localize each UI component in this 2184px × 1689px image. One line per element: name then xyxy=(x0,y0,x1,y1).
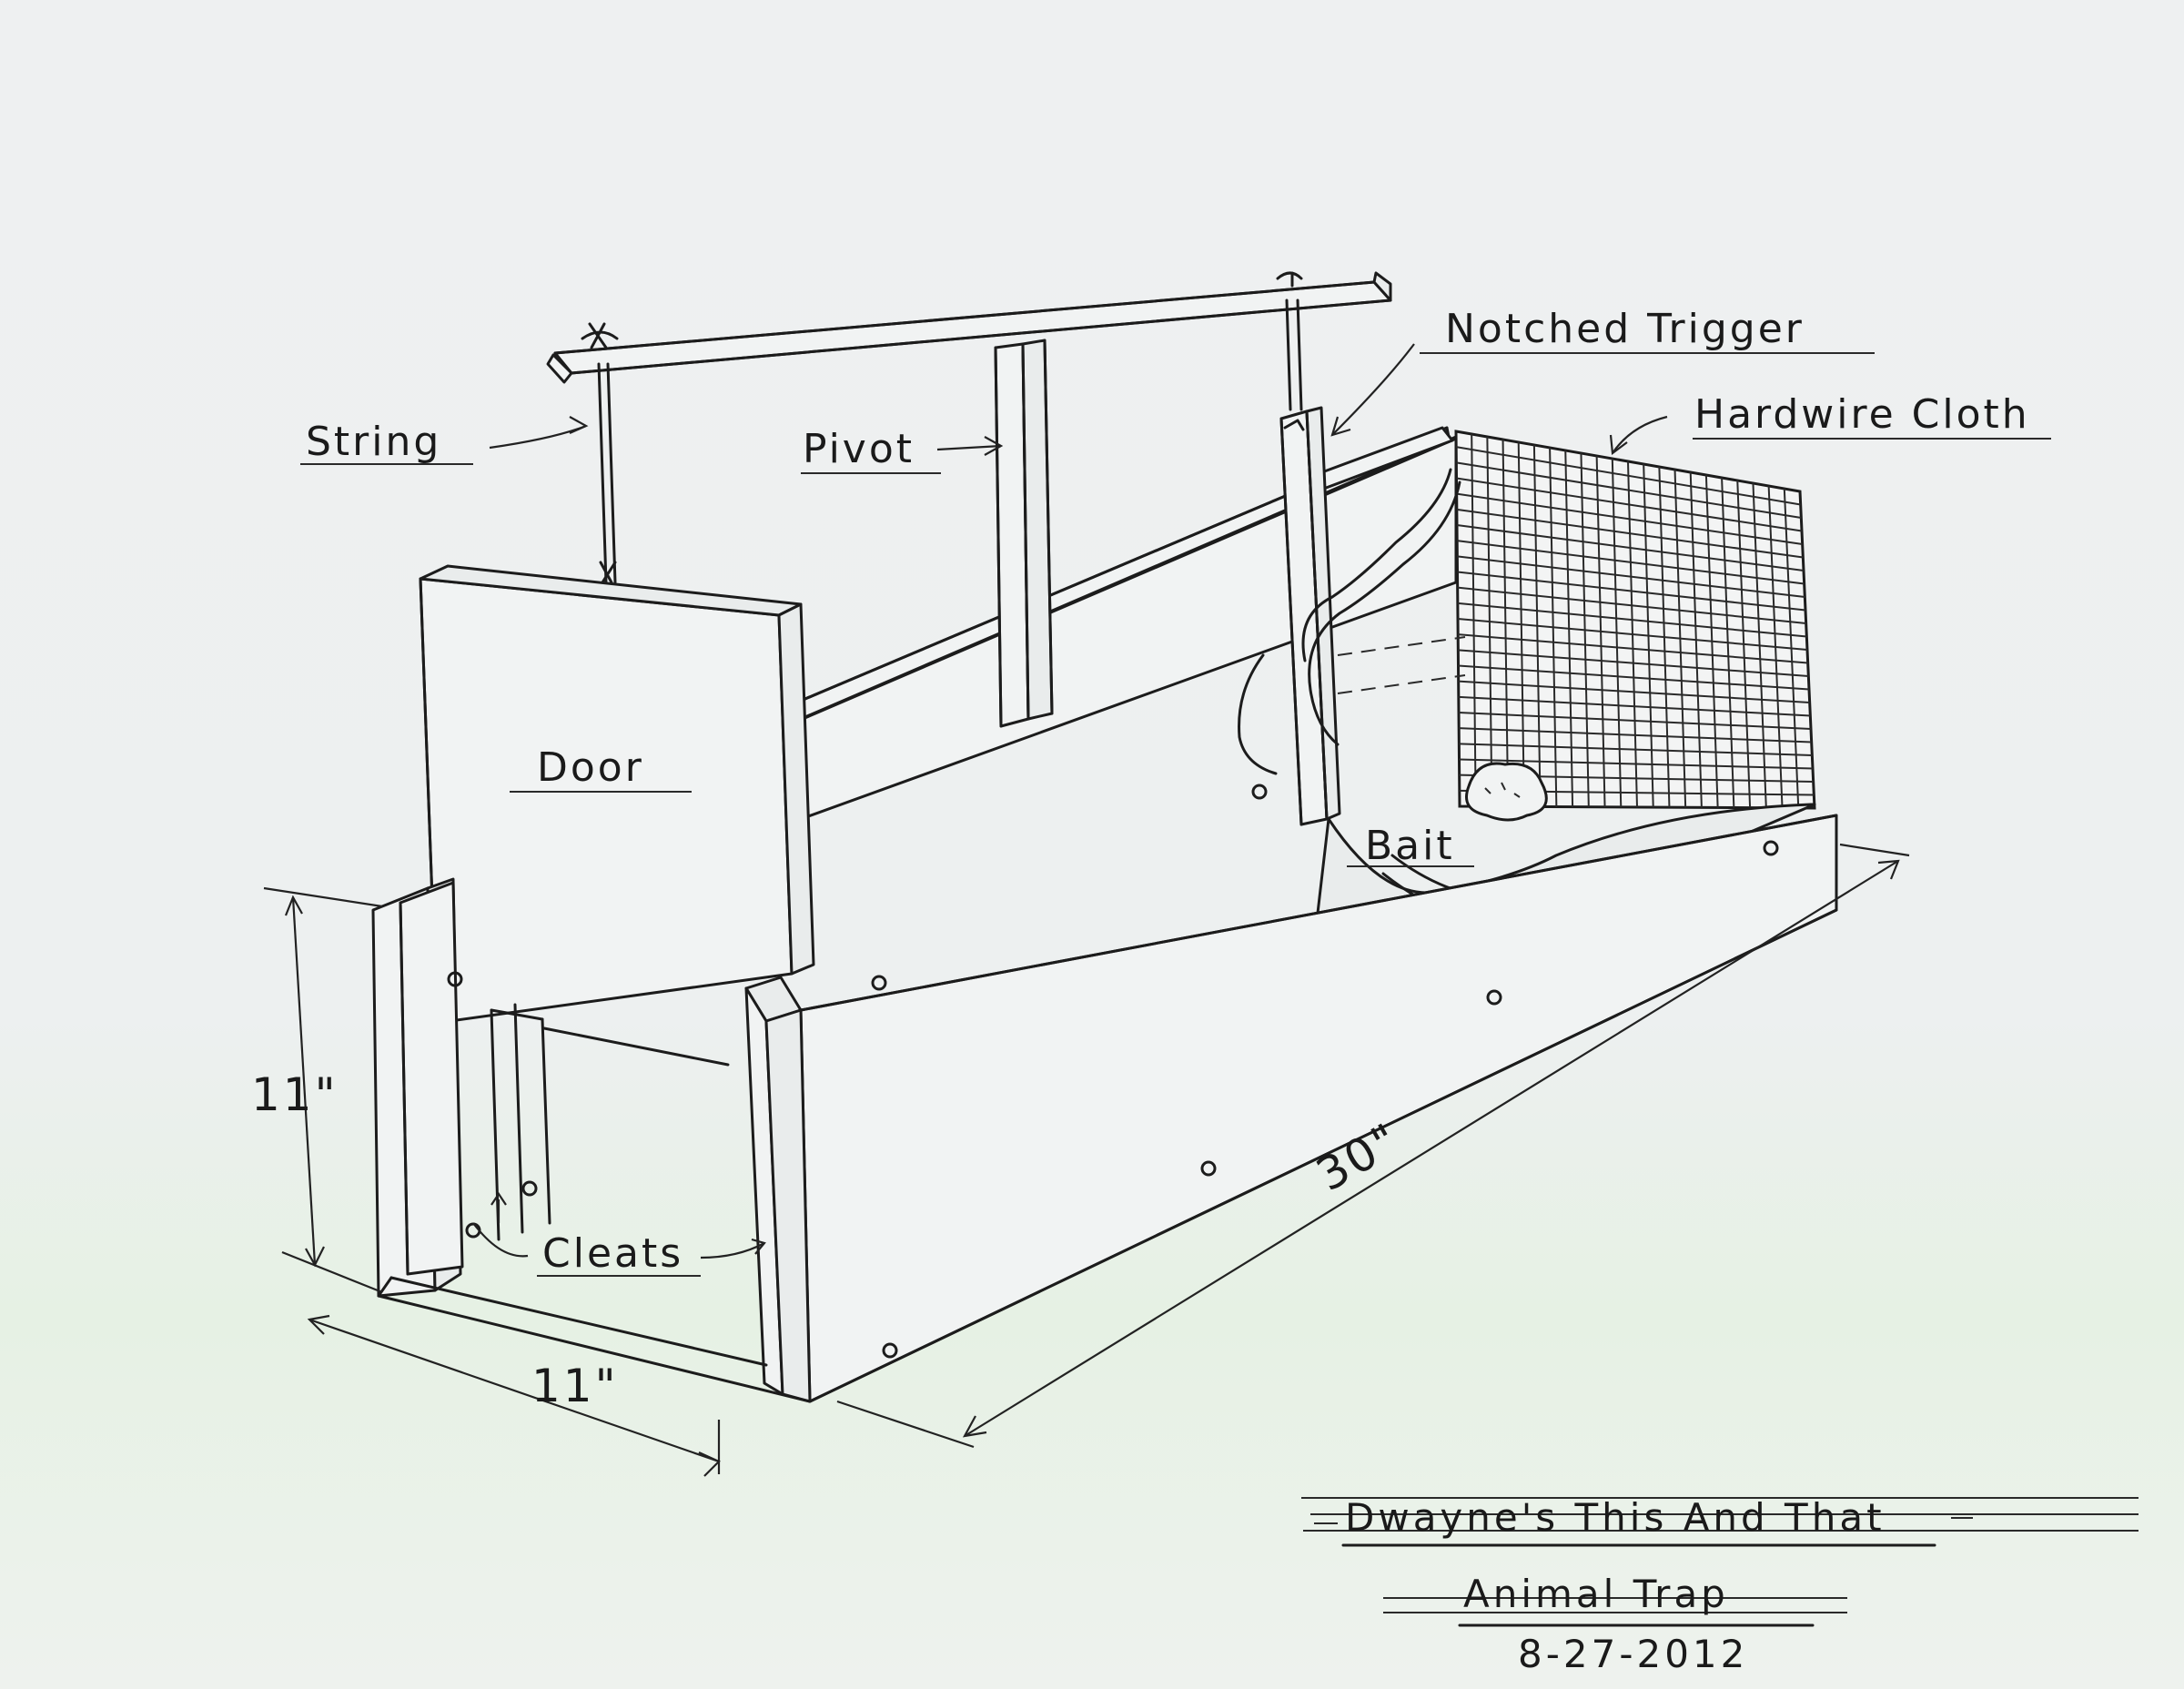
mesh-horizontal-wire xyxy=(1456,524,1805,571)
bait-blob xyxy=(1465,762,1548,822)
mesh-horizontal-wire xyxy=(1457,555,1805,598)
door-board xyxy=(419,564,815,1025)
mesh-horizontal-wire xyxy=(1457,586,1806,624)
mesh-horizontal-wire xyxy=(1458,712,1812,730)
title-block xyxy=(1301,1497,2138,1627)
mesh-horizontal-wire xyxy=(1457,571,1806,612)
cutaway-edge xyxy=(1238,468,1461,775)
leader-arrows xyxy=(472,343,1668,1259)
mesh-horizontal-wire xyxy=(1458,695,1811,717)
string-line xyxy=(581,322,619,584)
label-door: Door xyxy=(537,744,644,791)
dim-height-label: 11" xyxy=(251,1068,339,1121)
front-frame xyxy=(371,877,551,1298)
title-author: Dwayne's This And That xyxy=(1345,1495,1886,1540)
mesh-horizontal-wire xyxy=(1458,664,1810,691)
mesh-horizontal-wire xyxy=(1456,477,1803,532)
base-outline xyxy=(377,1027,812,1403)
mesh-horizontal-wire xyxy=(1458,649,1809,677)
mesh-horizontal-wire xyxy=(1459,727,1812,743)
top-beam xyxy=(546,271,1392,384)
label-underlines xyxy=(300,352,2051,1277)
label-hardwire-cloth: Hardwire Cloth xyxy=(1694,391,2030,438)
mesh-horizontal-wire xyxy=(1457,618,1808,651)
near-side-wall xyxy=(744,784,1838,1403)
pivot-post xyxy=(994,339,1054,728)
label-bait: Bait xyxy=(1365,823,1455,869)
back-wall xyxy=(799,426,1458,821)
label-notched-trigger: Notched Trigger xyxy=(1445,306,1805,352)
mesh-horizontal-wire xyxy=(1457,602,1807,638)
mesh-horizontal-wire xyxy=(1459,758,1814,770)
mesh-horizontal-wire xyxy=(1456,446,1801,506)
mesh-horizontal-wire xyxy=(1456,508,1804,559)
mesh-horizontal-wire xyxy=(1459,743,1813,756)
mesh-horizontal-wire xyxy=(1456,461,1802,519)
notched-trigger xyxy=(1276,271,1341,826)
mesh-horizontal-wire xyxy=(1457,540,1805,585)
label-cleats: Cleats xyxy=(542,1230,683,1277)
mesh-horizontal-wire xyxy=(1458,680,1810,703)
mesh-horizontal-wire xyxy=(1458,633,1808,664)
title-date: 8-27-2012 xyxy=(1518,1632,1748,1676)
dim-width-label: 11" xyxy=(531,1360,619,1412)
mesh-horizontal-wire xyxy=(1456,492,1803,545)
hidden-lines xyxy=(1337,636,1466,694)
title-name: Animal Trap xyxy=(1463,1572,1729,1616)
label-string: String xyxy=(306,419,441,465)
label-pivot: Pivot xyxy=(803,426,915,472)
dimension-lines xyxy=(263,843,1910,1477)
hardwire-cloth-mesh xyxy=(1454,430,1816,810)
